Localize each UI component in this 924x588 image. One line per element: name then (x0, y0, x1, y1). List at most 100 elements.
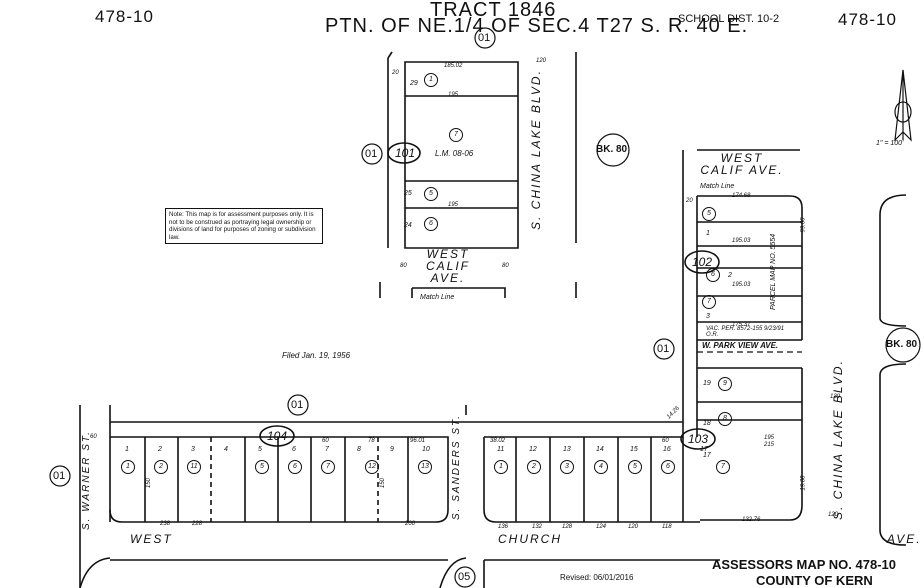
parcel-number: 5 (628, 460, 642, 474)
parcel-number: 11 (187, 460, 201, 474)
lot-number: 17 (703, 452, 711, 459)
revised-date: Revised: 06/01/2016 (560, 573, 634, 582)
section-subtitle: PTN. OF NE.1/4 OF SEC.4 T27 S. R. 40 E. (325, 15, 749, 37)
page-label: 103 (688, 432, 709, 446)
dimension: 174.68 (732, 193, 751, 199)
dimension: 175.37 (732, 322, 751, 328)
lot-number: 4 (224, 446, 228, 453)
lot-number: 19 (703, 380, 711, 387)
dimension: 80 (400, 263, 407, 269)
lot-number: 8 (357, 446, 361, 453)
lot-number: 13 (563, 446, 571, 453)
lot-number: 16 (663, 446, 671, 453)
parcel-number: 6 (661, 460, 675, 474)
book-ref: 01 (478, 32, 491, 44)
dimension: 195.03 (732, 282, 751, 288)
dimension: 132 (532, 524, 543, 530)
book-ref: BK. 80 (596, 144, 628, 155)
match-line: Match Line (420, 294, 455, 301)
parcel-number: 13 (418, 460, 432, 474)
county-name: COUNTY OF KERN (756, 573, 873, 588)
lot-number: 18 (703, 420, 711, 427)
dimension: 80 (502, 263, 509, 269)
parcel-number: 1 (494, 460, 508, 474)
book-ref: BK. 80 (886, 339, 918, 350)
lot-number: 5 (258, 446, 262, 453)
lm-label: L.M. 08-06 (435, 149, 474, 158)
dimension: 19.88 (800, 475, 807, 491)
parcel-number: 1 (424, 73, 438, 87)
dimension: 128 (562, 524, 573, 530)
dimension: 200 (405, 521, 416, 527)
dimension: 96.01 (410, 438, 426, 444)
map-number-right: 478-10 (838, 10, 897, 29)
parcel-number: 6 (706, 268, 720, 282)
dimension: 38.02 (490, 438, 506, 444)
lot-number: 2 (728, 272, 732, 279)
street-s-warner: S. WARNER ST. (81, 430, 92, 530)
lot-number: 7 (325, 446, 329, 453)
page-label: 104 (267, 429, 288, 443)
book-ref: 05 (458, 571, 471, 583)
lot-number: 24 (404, 222, 412, 229)
book-ref: 01 (53, 470, 66, 482)
parcel-number: 7 (321, 460, 335, 474)
book-ref: 01 (657, 343, 670, 355)
lot-number: 1 (125, 446, 129, 453)
dimension: 20 (392, 70, 399, 76)
street-west-calif-right: WEST CALIF AVE. (700, 151, 784, 177)
dimension: 60 (662, 438, 669, 444)
dimension: 185.02 (444, 63, 463, 69)
parcel-number: 5 (424, 187, 438, 201)
lot-number: 25 (404, 190, 412, 197)
parcel-number: 2 (154, 460, 168, 474)
assessors-map-number: ASSESSORS MAP NO. 478-10 (712, 557, 896, 572)
dimension: 20 (686, 198, 693, 204)
vac-label: VAC. PER. 8572-155 9/23/91 O.R. (706, 326, 785, 338)
parcel-number: 5 (702, 207, 716, 221)
dimension: 120 (830, 394, 841, 400)
disclaimer-note: Note: This map is for assessment purpose… (165, 208, 323, 245)
dimension: 228 (192, 521, 203, 527)
parcel-number: 5 (255, 460, 269, 474)
lot-number: 3 (706, 313, 710, 320)
street-west-church: WEST CHURCH AVE. (130, 532, 922, 546)
map-number-left: 478-10 (95, 7, 154, 26)
parcel-number: 4 (594, 460, 608, 474)
dimension: 60 (322, 438, 329, 444)
tract-title: TRACT 1846 (430, 0, 557, 21)
parcel-number: 6 (424, 217, 438, 231)
parcel-number: 3 (560, 460, 574, 474)
match-line: Match Line (700, 183, 735, 190)
lot-number: 14 (596, 446, 604, 453)
parcel-number: 9 (718, 377, 732, 391)
parcel-number: 12 (365, 460, 379, 474)
dimension: 150 (380, 477, 387, 489)
lot-number: 1 (706, 230, 710, 237)
parcel-number: 1 (121, 460, 135, 474)
dimension: 118 (662, 524, 672, 530)
filed-date: Filed Jan. 19, 1956 (282, 351, 351, 360)
parcel-number: 7 (702, 295, 716, 309)
street-china-lake-right: S. CHINA LAKE BLVD. (831, 359, 845, 520)
lot-number: 10 (422, 446, 430, 453)
book-ref: 01 (365, 148, 378, 160)
lot-number: 9 (390, 446, 394, 453)
lot-number: 6 (292, 446, 296, 453)
street-west-calif-left: WEST CALIF AVE. (425, 247, 470, 285)
dimension: 120 (536, 58, 547, 64)
lot-number: 17 (700, 446, 708, 453)
parcel-number: 7 (716, 460, 730, 474)
dimension: 195 (764, 435, 775, 441)
dimension: 238 (160, 521, 171, 527)
dimension: 78 (368, 438, 375, 444)
lot-number: 29 (410, 80, 418, 87)
dimension: 60 (90, 434, 97, 440)
lot-number: 2 (158, 446, 162, 453)
dimension: 195 (448, 92, 459, 98)
lot-number: 12 (529, 446, 537, 453)
scale-label: 1" = 100' (876, 140, 904, 147)
dimension: 195 (448, 202, 459, 208)
